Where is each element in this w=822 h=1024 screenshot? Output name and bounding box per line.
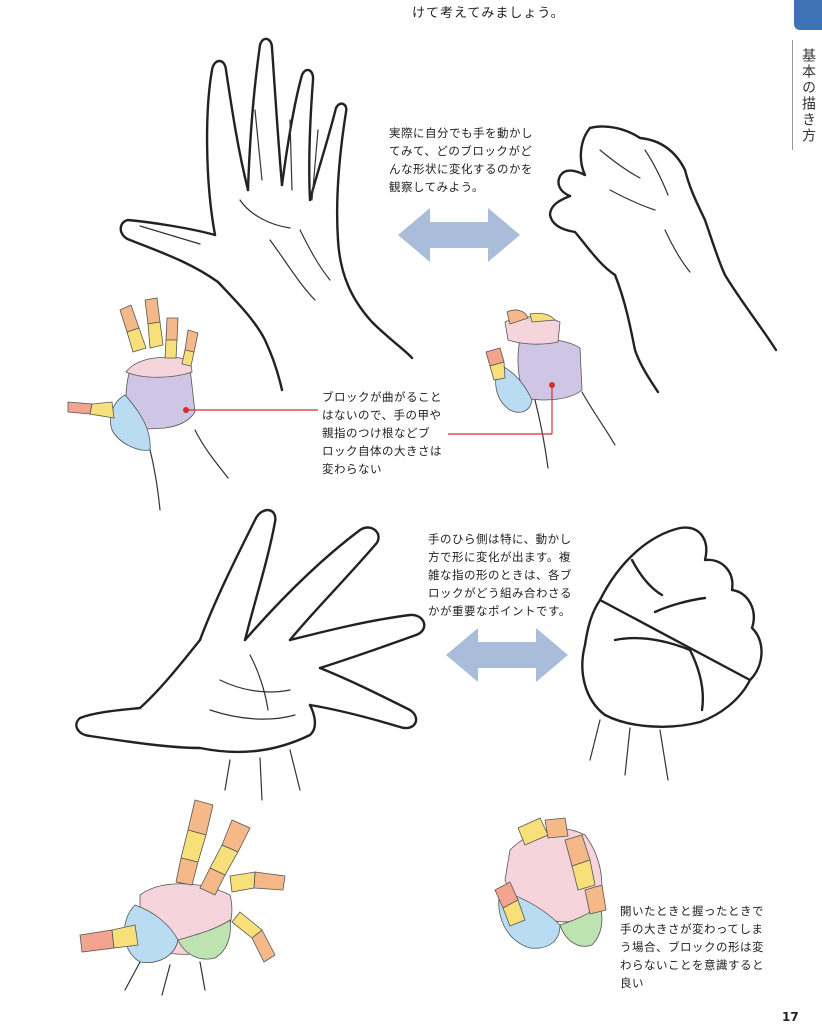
note-observe-line: んな形状に変化するのかを <box>389 162 533 176</box>
block-hand-bent <box>485 309 583 413</box>
note-open-closed-line: 良い <box>620 976 644 990</box>
chapter-divider <box>792 40 793 150</box>
note-palm-side-line: ロックがどう組み合わさる <box>428 586 572 600</box>
block-hand-open <box>67 297 199 451</box>
note-open-closed-line: 手の大きさが変わってしま <box>620 922 764 936</box>
note-block-size-line: ブロックが曲がること <box>322 390 442 404</box>
note-open-closed-line: う場合、ブロックの形は変 <box>620 940 764 954</box>
page-number: 17 <box>782 1010 799 1024</box>
block-fist <box>494 817 607 949</box>
double-arrow-middle <box>446 628 568 682</box>
note-block-size-line: 変わらない <box>322 462 382 476</box>
block-hand-spread-outline <box>124 961 206 996</box>
note-observe-line: てみて、どのブロックがど <box>389 144 533 158</box>
note-open-closed: 開いたときと握ったときで 手の大きさが変わってしま う場合、ブロックの形は変 わ… <box>620 902 764 992</box>
block-hand-bent-outline <box>534 391 616 469</box>
top-text: けて考えてみましょう。 <box>412 6 565 21</box>
block-hand-spread <box>79 799 286 963</box>
block-hand-open-outline <box>149 429 229 511</box>
note-block-size-line: 親指のつけ根などブ <box>322 426 430 440</box>
note-block-size: ブロックが曲がること はないので、手の甲や 親指のつけ根などブ ロック自体の大き… <box>322 388 442 478</box>
open-hand-back-drawing <box>119 37 414 392</box>
note-observe: 実際に自分でも手を動かし てみて、どのブロックがど んな形状に変化するのかを 観… <box>389 124 533 196</box>
note-palm-side-line: 手のひら側は特に、動かし <box>428 532 572 546</box>
note-observe-line: 観察してみよう。 <box>389 180 484 194</box>
note-block-size-line: ロック自体の大きさは <box>322 444 442 458</box>
note-palm-side: 手のひら側は特に、動かし 方で形に変化が出ます。複 雑な指の形のときは、各ブ ロ… <box>428 530 572 620</box>
chapter-tab <box>794 0 822 30</box>
double-arrow-top <box>398 208 520 262</box>
note-open-closed-line: 開いたときと握ったときで <box>620 904 764 918</box>
note-observe-line: 実際に自分でも手を動かし <box>389 126 533 140</box>
chapter-label: 基本の描き方 <box>800 48 816 144</box>
note-palm-side-line: 雑な指の形のときは、各ブ <box>428 568 572 582</box>
note-open-closed-line: わらないことを意識すると <box>620 958 764 972</box>
bent-hand-back-drawing <box>548 125 778 394</box>
spread-palm-drawing <box>75 508 426 801</box>
note-block-size-line: はないので、手の甲や <box>322 408 442 422</box>
note-palm-side-line: 方で形に変化が出ます。複 <box>428 550 571 564</box>
fist-drawing <box>581 526 763 781</box>
leader-lines <box>183 382 555 435</box>
note-palm-side-line: かが重要なポイントです。 <box>428 604 571 618</box>
